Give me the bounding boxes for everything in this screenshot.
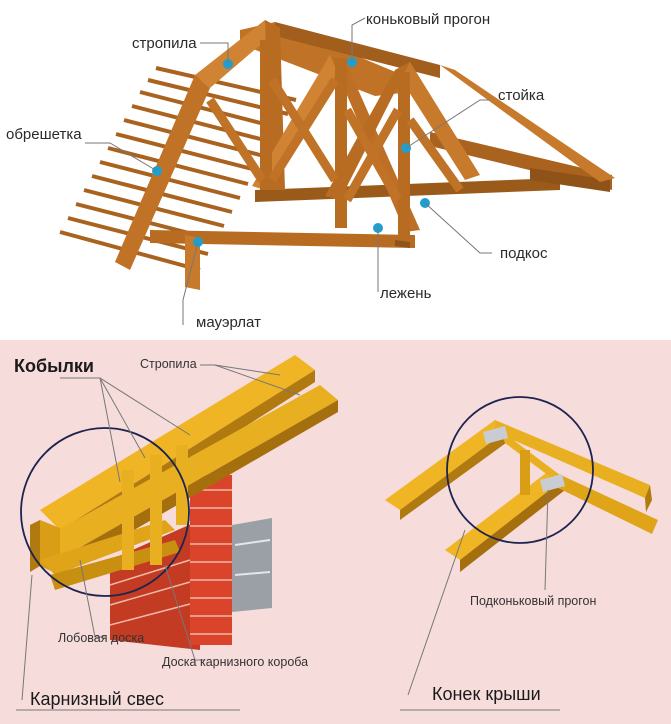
label-konek-kryshi: Конек крыши xyxy=(432,684,541,704)
ridge-highlight-circle xyxy=(446,396,594,544)
ridge-leader-lines xyxy=(400,489,560,711)
label-obreshetka: обрешетка xyxy=(6,126,82,143)
fascia-board xyxy=(40,520,175,575)
ridge-plates xyxy=(483,426,565,492)
label-stropila: стропила xyxy=(132,35,197,52)
label-mauerlat: мауэрлат xyxy=(196,314,261,331)
kobylki-vertical xyxy=(122,445,188,570)
ridge-detail-illustration: Подконьковый прогон Конек крыши xyxy=(385,396,658,711)
eave-detail-illustration: Кобылки Стропила Лобовая доска Доска кар… xyxy=(14,355,338,711)
label-lezhen: лежень xyxy=(380,285,432,302)
battens-group xyxy=(59,66,297,272)
eave-highlight-circle xyxy=(20,427,190,597)
posts-group xyxy=(260,40,410,237)
soffit-board xyxy=(50,540,180,590)
label-stropila-bottom: Стропила xyxy=(140,357,197,371)
label-podkos: подкос xyxy=(500,245,548,262)
braces-group xyxy=(206,77,464,203)
ridge-beam xyxy=(240,22,410,96)
top-leader-lines xyxy=(85,17,492,325)
label-lobovaya-doska: Лобовая доска xyxy=(58,631,144,645)
eave-leader-lines xyxy=(16,364,301,711)
label-podkonkovy-progon: Подконьковый прогон xyxy=(470,594,596,608)
top-roof-frame-illustration: стропила коньковый прогон стойка обрешет… xyxy=(6,11,615,331)
ridge-purlin xyxy=(500,430,565,495)
label-doska-karniznogo-koroba: Доска карнизного короба xyxy=(162,655,308,669)
ridge-rafters xyxy=(385,420,658,572)
label-konkovy-progon: коньковый прогон xyxy=(366,11,490,28)
label-karnizny-sves: Карнизный свес xyxy=(30,689,164,709)
label-stoyka: стойка xyxy=(498,87,545,104)
label-kobylki: Кобылки xyxy=(14,356,94,376)
